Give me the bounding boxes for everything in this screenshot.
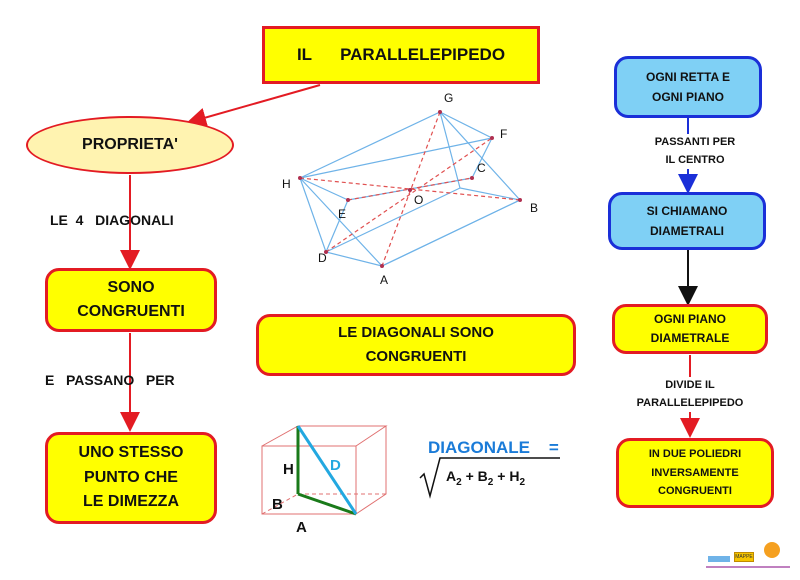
logo-underline <box>706 566 790 568</box>
box-diagonali-congruenti: LE DIAGONALI SONO CONGRUENTI <box>256 314 576 376</box>
point-label-c: C <box>477 161 486 175</box>
proprieta-ellipse: PROPRIETA' <box>26 116 234 174</box>
point-label-e: E <box>338 207 346 221</box>
cube-label-h: H <box>283 461 294 478</box>
cube-label-d: D <box>330 457 341 474</box>
cube-diagonal-d <box>296 425 358 515</box>
box-ogni-retta: OGNI RETTA E OGNI PIANO <box>614 56 762 118</box>
link-le-4-diagonali: LE 4 DIAGONALI <box>50 212 174 228</box>
logo-text: MAPPE <box>734 552 754 562</box>
point-label-o: O <box>414 193 423 207</box>
cube-label-b: B <box>272 496 283 513</box>
link-passanti-per-centro: PASSANTI PER IL CENTRO <box>620 134 770 170</box>
cube-label-a: A <box>296 519 307 536</box>
proprieta-text: PROPRIETA' <box>82 136 178 153</box>
box-si-chiamano: SI CHIAMANO DIAMETRALI <box>608 192 766 250</box>
title-box: IL PARALLELEPIPEDO <box>262 26 540 84</box>
link-divide-il: DIVIDE IL PARALLELEPIPEDO <box>620 377 760 413</box>
formula-label: DIAGONALE = <box>428 438 559 457</box>
point-label-g: G <box>444 91 453 105</box>
box-in-due-poliedri: IN DUE POLIEDRI INVERSAMENTE CONGRUENTI <box>616 438 774 508</box>
box-uno-stesso-punto: UNO STESSO PUNTO CHE LE DIMEZZA <box>45 432 217 524</box>
box-sono-congruenti: SONO CONGRUENTI <box>45 268 217 332</box>
box-ogni-piano: OGNI PIANO DIAMETRALE <box>612 304 768 354</box>
link-e-passano-per: E PASSANO PER <box>45 372 175 388</box>
formula-expression: A2 + B2 + H2 <box>446 468 525 488</box>
logo-character-icon <box>764 542 780 558</box>
vertex-dots <box>298 110 522 268</box>
cube-base-b <box>297 492 357 516</box>
point-label-d: D <box>318 251 327 265</box>
title-text: IL PARALLELEPIPEDO <box>296 45 506 64</box>
point-label-f: F <box>500 127 507 141</box>
sqrt-sign <box>419 457 560 499</box>
diagonals <box>299 111 521 267</box>
logo-map-icon <box>708 556 730 562</box>
point-label-b: B <box>530 201 538 215</box>
point-label-h: H <box>282 177 291 191</box>
point-label-a: A <box>380 273 388 287</box>
logo: MAPPE <box>706 540 790 572</box>
arrow-title-to-proprieta <box>186 84 321 128</box>
